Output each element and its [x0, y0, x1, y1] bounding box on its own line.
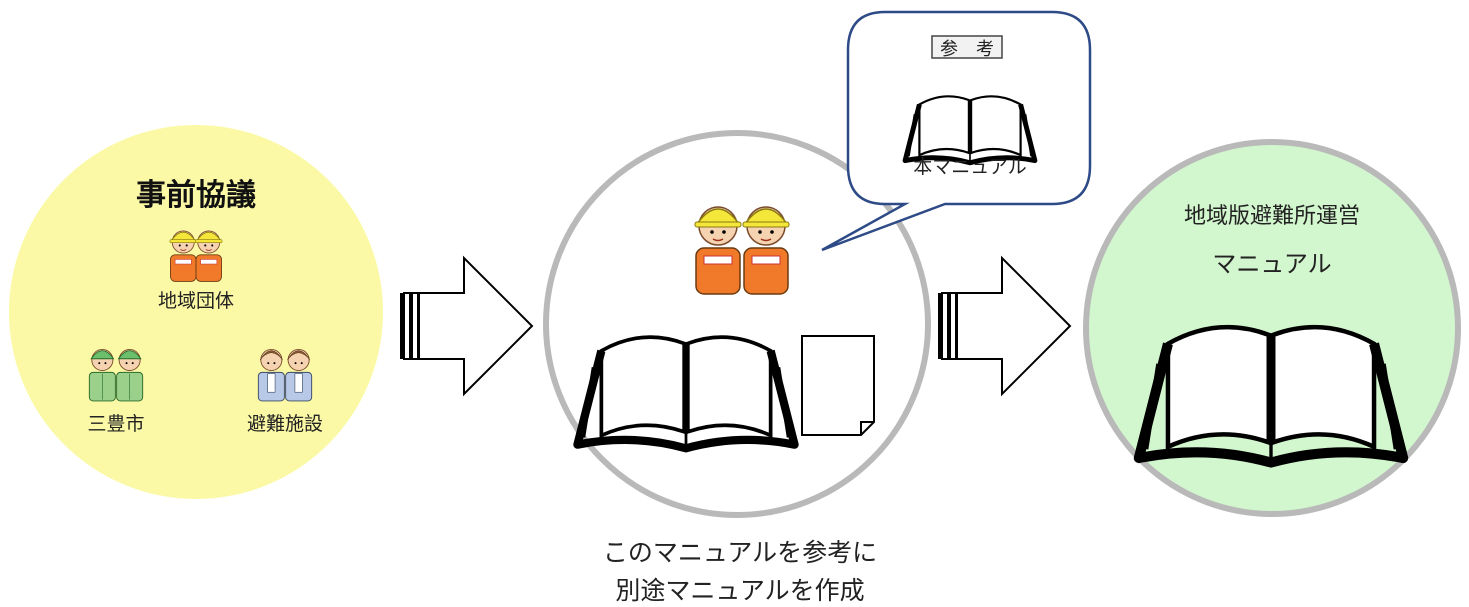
prior-consultation-title: 事前協議: [136, 178, 256, 213]
regional-manual-title-line-1: 地域版避難所運営: [1183, 204, 1360, 229]
center-caption-line-2: 別途マニュアルを作成: [615, 576, 865, 605]
left-circle: [9, 125, 383, 499]
regional-manual-book-icon: [1139, 327, 1403, 462]
regional-manual-title-line-2: マニュアル: [1212, 250, 1332, 278]
center-caption-line-1: このマニュアルを参考に: [602, 538, 878, 567]
facility-label: 避難施設: [246, 413, 323, 435]
flow-arrow-2: [937, 257, 1071, 395]
city-label: 三豊市: [87, 413, 145, 435]
document-page-icon: [801, 335, 875, 436]
callout-reference-tag: 参 考: [940, 39, 994, 60]
center-open-book-icon: [577, 337, 794, 448]
community-groups-label: 地域団体: [157, 290, 234, 312]
flow-arrow-1: [399, 257, 533, 395]
callout-book-label: 本マニュアル: [913, 156, 1027, 178]
